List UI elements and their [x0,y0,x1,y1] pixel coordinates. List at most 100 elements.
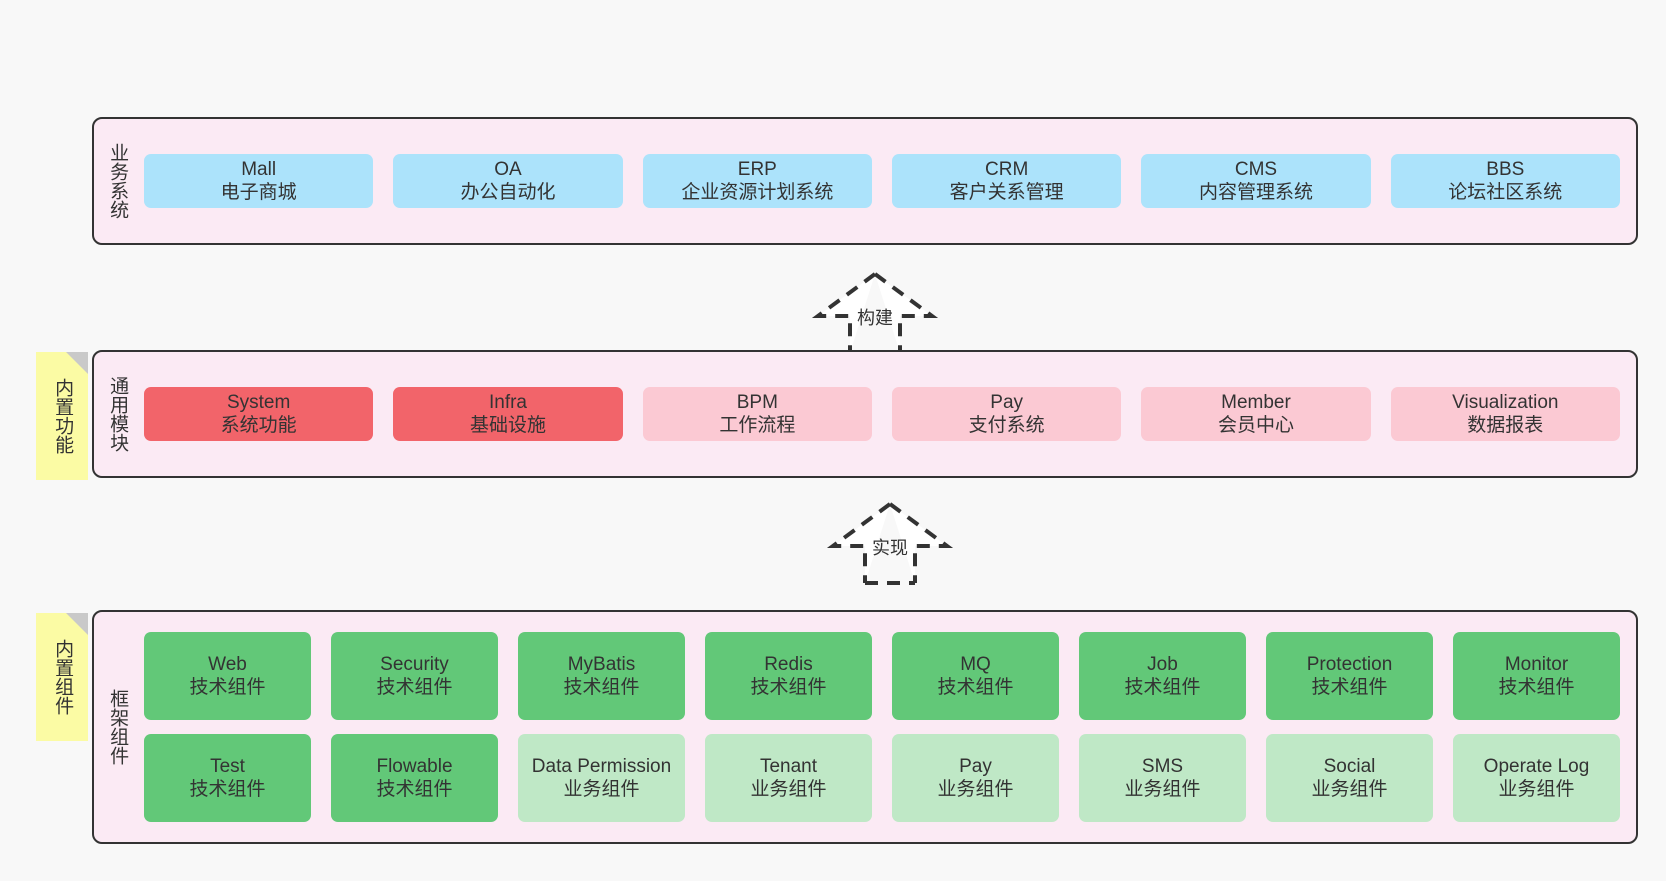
card-title: Visualization [1452,391,1559,413]
card-title: BBS [1486,158,1525,180]
card-title: Pay [959,755,992,777]
card-subtitle: 工作流程 [719,415,796,436]
note-fold-corner-icon [66,352,88,374]
note-fold-corner-icon [66,613,88,635]
card-title: OA [494,158,522,180]
card-infra[interactable]: Infra 基础设施 [393,386,623,442]
card-security[interactable]: Security 技术组件 [331,632,498,720]
card-subtitle: 业务组件 [1124,779,1201,800]
card-subtitle: 业务组件 [1498,779,1575,800]
layer-body-framework-component: Web 技术组件 Security 技术组件 MyBatis 技术组件 Redi… [140,612,1636,842]
connector-implement-label: 实现 [872,538,908,558]
card-cms[interactable]: CMS 内容管理系统 [1141,153,1371,209]
card-title: Test [210,755,245,777]
card-data-permission[interactable]: Data Permission 业务组件 [518,734,685,822]
card-web[interactable]: Web 技术组件 [144,632,311,720]
connector-implement: 实现 [815,500,965,585]
layer-body-business-system: Mall 电子商城 OA 办公自动化 ERP 企业资源计划系统 CRM 客户关系… [140,119,1636,243]
card-title: System [226,391,291,413]
card-subtitle: 技术组件 [189,779,266,800]
card-erp[interactable]: ERP 企业资源计划系统 [642,153,872,209]
card-title: MyBatis [567,653,636,675]
card-member[interactable]: Member 会员中心 [1141,386,1371,442]
card-title: Redis [764,653,813,675]
card-crm[interactable]: CRM 客户关系管理 [891,153,1122,209]
card-subtitle: 企业资源计划系统 [681,182,834,203]
connector-build: 构建 [800,270,950,355]
card-protection[interactable]: Protection 技术组件 [1266,632,1433,720]
card-subtitle: 技术组件 [563,677,640,698]
card-social[interactable]: Social 业务组件 [1266,734,1433,822]
card-subtitle: 技术组件 [1498,677,1575,698]
card-row-tech: Web 技术组件 Security 技术组件 MyBatis 技术组件 Redi… [144,632,1620,720]
card-row: Mall 电子商城 OA 办公自动化 ERP 企业资源计划系统 CRM 客户关系… [144,153,1620,209]
card-title: Social [1323,755,1376,777]
card-title: Monitor [1504,653,1569,675]
card-subtitle: 技术组件 [750,677,827,698]
card-title: Operate Log [1483,755,1590,777]
card-subtitle: 内容管理系统 [1198,182,1313,203]
card-title: Mall [241,158,277,180]
connector-build-label: 构建 [857,308,893,328]
card-bbs[interactable]: BBS 论坛社区系统 [1390,153,1620,209]
card-subtitle: 业务组件 [563,779,640,800]
card-oa[interactable]: OA 办公自动化 [393,153,623,209]
layer-label-business-system: 业务系统 [107,143,129,219]
card-pay-module[interactable]: Pay 支付系统 [891,386,1122,442]
card-title: ERP [737,158,777,180]
card-flowable[interactable]: Flowable 技术组件 [331,734,498,822]
card-visualization[interactable]: Visualization 数据报表 [1390,386,1620,442]
card-title: Flowable [376,755,453,777]
card-pay-component[interactable]: Pay 业务组件 [892,734,1059,822]
card-title: Job [1147,653,1178,675]
card-bpm[interactable]: BPM 工作流程 [642,386,872,442]
card-redis[interactable]: Redis 技术组件 [705,632,872,720]
layer-label-common-module: 通用模块 [107,376,129,452]
card-title: Protection [1306,653,1393,675]
card-sms[interactable]: SMS 业务组件 [1079,734,1246,822]
card-title: CRM [985,158,1029,180]
card-title: BPM [736,391,778,413]
card-subtitle: 基础设施 [469,415,546,436]
card-title: SMS [1141,755,1184,777]
card-row: System 系统功能 Infra 基础设施 BPM 工作流程 Pay 支付系统… [144,386,1620,442]
layer-body-common-module: System 系统功能 Infra 基础设施 BPM 工作流程 Pay 支付系统… [140,352,1636,476]
card-title: Data Permission [531,755,672,777]
card-mybatis[interactable]: MyBatis 技术组件 [518,632,685,720]
card-subtitle: 支付系统 [968,415,1045,436]
card-mq[interactable]: MQ 技术组件 [892,632,1059,720]
card-job[interactable]: Job 技术组件 [1079,632,1246,720]
note-text: 内置功能 [52,378,74,454]
card-row-business: Test 技术组件 Flowable 技术组件 Data Permission … [144,734,1620,822]
card-subtitle: 办公自动化 [460,182,556,203]
card-test[interactable]: Test 技术组件 [144,734,311,822]
card-operate-log[interactable]: Operate Log 业务组件 [1453,734,1620,822]
note-builtin-function: 内置功能 [36,352,88,480]
card-mall[interactable]: Mall 电子商城 [144,153,374,209]
note-builtin-component: 内置组件 [36,613,88,741]
card-subtitle: 技术组件 [376,779,453,800]
card-title: Tenant [759,755,818,777]
card-title: MQ [960,653,991,675]
card-subtitle: 会员中心 [1217,415,1294,436]
card-subtitle: 业务组件 [937,779,1014,800]
card-subtitle: 电子商城 [220,182,297,203]
note-text: 内置组件 [52,639,74,715]
card-subtitle: 数据报表 [1467,415,1544,436]
card-system[interactable]: System 系统功能 [144,386,374,442]
card-title: Security [380,653,449,675]
card-subtitle: 技术组件 [189,677,266,698]
card-tenant[interactable]: Tenant 业务组件 [705,734,872,822]
card-subtitle: 技术组件 [937,677,1014,698]
card-subtitle: 业务组件 [1311,779,1388,800]
layer-common-module: 通用模块 System 系统功能 Infra 基础设施 BPM 工作流程 Pay… [92,350,1638,478]
card-monitor[interactable]: Monitor 技术组件 [1453,632,1620,720]
card-subtitle: 业务组件 [750,779,827,800]
card-title: Pay [990,391,1024,413]
card-subtitle: 技术组件 [376,677,453,698]
card-subtitle: 论坛社区系统 [1448,182,1563,203]
card-title: CMS [1234,158,1278,180]
card-subtitle: 技术组件 [1124,677,1201,698]
card-title: Infra [488,391,527,413]
